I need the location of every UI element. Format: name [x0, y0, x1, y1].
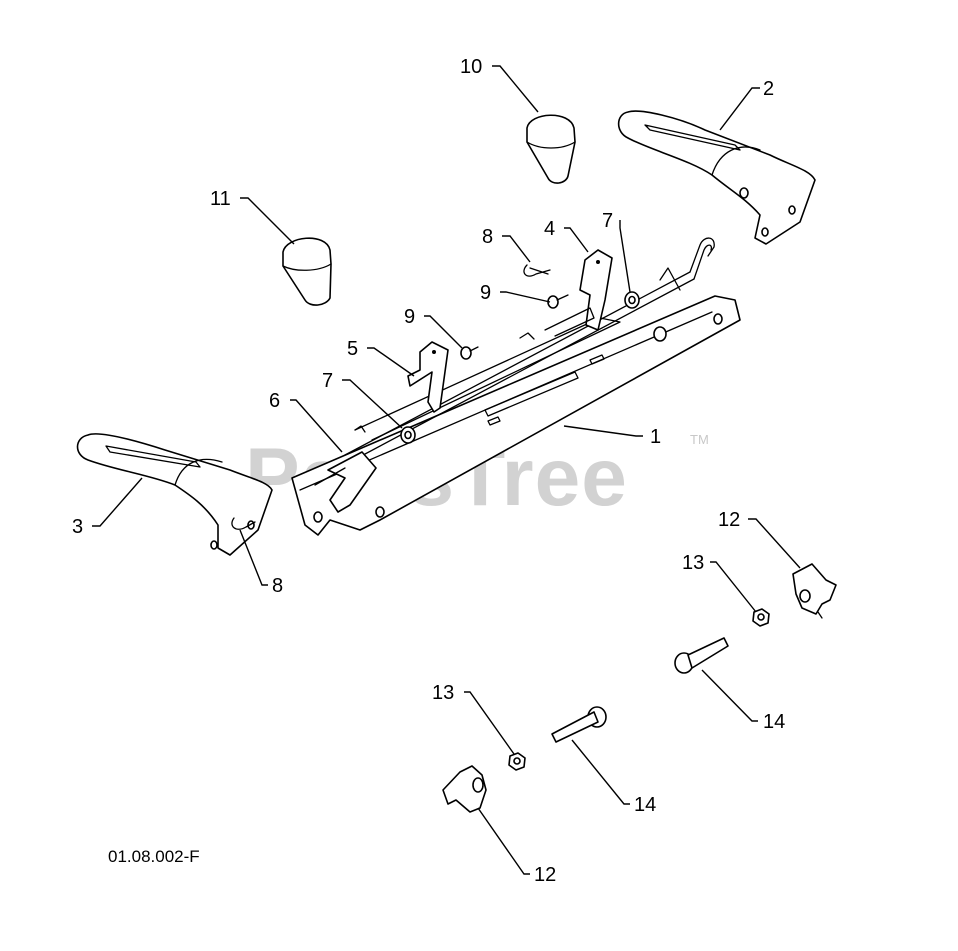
- callout-8-upper: 8: [482, 226, 493, 248]
- callout-11: 11: [210, 188, 231, 210]
- callout-14-right: 14: [763, 711, 785, 733]
- part-1-bracket: [291, 295, 741, 536]
- part-8-clip-upper: [523, 264, 551, 277]
- leader-lines: [92, 65, 801, 875]
- callout-8-lower: 8: [272, 575, 283, 597]
- callout-7-lower: 7: [322, 370, 333, 392]
- callout-7-upper: 7: [602, 210, 613, 232]
- part-13-nuts: [508, 608, 770, 771]
- callout-4: 4: [544, 218, 555, 240]
- callout-1: 1: [650, 426, 661, 448]
- callout-12-right: 12: [718, 509, 740, 531]
- part-14-bolts: [551, 637, 729, 743]
- part-10-knob: [526, 114, 576, 184]
- callout-13-right: 13: [682, 552, 704, 574]
- callout-9-lower: 9: [404, 306, 415, 328]
- callout-10: 10: [460, 56, 482, 78]
- callout-6: 6: [269, 390, 280, 412]
- part-11-knob: [282, 237, 332, 306]
- drawing-reference: 01.08.002-F: [108, 847, 200, 866]
- part-2-lever: [617, 110, 816, 245]
- callout-numbers: 10 2 11 8 4 7 9 9 5 7 6 1 3 8 12 13 14 1…: [72, 56, 785, 886]
- callout-2: 2: [763, 78, 774, 100]
- part-9-bolts: [460, 294, 569, 360]
- part-6-linkage: [314, 425, 377, 513]
- callout-12-lower: 12: [534, 864, 556, 886]
- watermark-trademark: TM: [690, 432, 709, 447]
- callout-13-lower: 13: [432, 682, 454, 704]
- callout-5: 5: [347, 338, 358, 360]
- callout-14-lower: 14: [634, 794, 656, 816]
- part-12-wingnut-right: [792, 563, 837, 619]
- part-4-plate: [544, 249, 613, 337]
- part-5-plate: [407, 341, 449, 413]
- part-12-wingnut-lower: [442, 765, 487, 813]
- part-7-washers: [400, 291, 640, 444]
- callout-3: 3: [72, 516, 83, 538]
- callout-9-upper: 9: [480, 282, 491, 304]
- part-3-lever: [76, 433, 273, 556]
